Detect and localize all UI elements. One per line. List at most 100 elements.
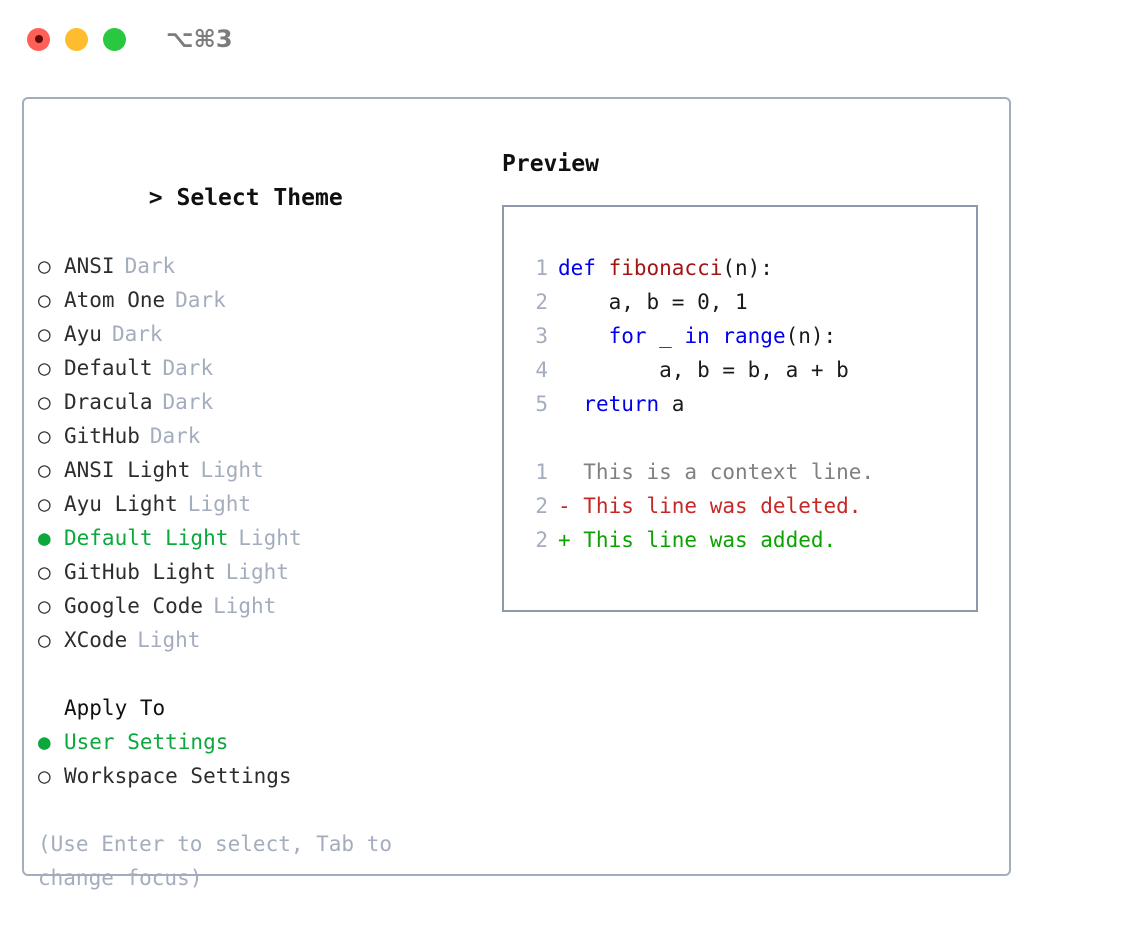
apply-to-option-user-settings[interactable]: ● User Settings [38, 725, 508, 759]
diff-sample: 1 This is a context line. 2 - This line … [522, 455, 976, 557]
theme-option-default[interactable]: ○ Default Dark [38, 351, 508, 385]
theme-option-xcode[interactable]: ○ XCode Light [38, 623, 508, 657]
theme-kind: Light [213, 594, 277, 618]
theme-kind: Light [225, 560, 289, 584]
token-plain [558, 324, 609, 348]
theme-option-github-light[interactable]: ○ GitHub Light Light [38, 555, 508, 589]
apply-to-options: ● User Settings ○ Workspace Settings [38, 725, 508, 793]
line-number: 1 [535, 256, 548, 280]
apply-to-label: User Settings [64, 730, 229, 754]
theme-option-ansi-light[interactable]: ○ ANSI Light Light [38, 453, 508, 487]
apply-to-heading: Apply To [38, 691, 508, 725]
line-number: 2 [535, 528, 548, 552]
radio-icon: ○ [38, 288, 51, 312]
code-text: a, b = 0, 1 [558, 290, 748, 314]
code-text: for _ in range(n): [558, 319, 837, 353]
preview-gap [522, 421, 976, 455]
code-text: a, b = b, a + b [558, 358, 849, 382]
diff-text: - This line was deleted. [558, 494, 862, 518]
code-line: 2 a, b = 0, 1 [522, 285, 976, 319]
line-number: 3 [535, 324, 548, 348]
theme-option-google-code[interactable]: ○ Google Code Light [38, 589, 508, 623]
token-plain: (n): [722, 256, 773, 280]
keyboard-hint-text: (Use Enter to select, Tab to change focu… [38, 832, 393, 890]
radio-icon: ○ [38, 356, 51, 380]
theme-option-ansi[interactable]: ○ ANSI Dark [38, 249, 508, 283]
token-plain [558, 392, 583, 416]
token-plain: _ [646, 324, 685, 348]
theme-kind: Dark [162, 390, 214, 414]
theme-list-column: > Select Theme ○ ANSI Dark ○ Atom One Da… [38, 147, 508, 895]
diff-text: This is a context line. [558, 460, 875, 484]
theme-name: ANSI Light [64, 458, 191, 482]
code-text: def fibonacci(n): [558, 251, 773, 285]
radio-icon: ○ [38, 594, 51, 618]
theme-name: Atom One [64, 288, 166, 312]
radio-icon: ○ [38, 254, 51, 278]
minimize-button-icon[interactable] [65, 27, 88, 51]
theme-option-github[interactable]: ○ GitHub Dark [38, 419, 508, 453]
radio-icon: ○ [38, 764, 51, 788]
radio-icon-selected: ● [38, 526, 51, 550]
theme-kind: Dark [124, 254, 176, 278]
theme-option-ayu-light[interactable]: ○ Ayu Light Light [38, 487, 508, 521]
diff-text: + This line was added. [558, 528, 837, 552]
theme-kind: Dark [149, 424, 201, 448]
select-theme-title: Select Theme [176, 185, 343, 211]
radio-icon: ○ [38, 424, 51, 448]
theme-name: GitHub Light [64, 560, 216, 584]
token-keyword: def [558, 256, 609, 280]
close-button-icon[interactable] [27, 27, 50, 51]
line-number: 4 [535, 358, 548, 382]
heading-indent [38, 691, 64, 725]
theme-name: ANSI [64, 254, 115, 278]
panel-columns: > Select Theme ○ ANSI Dark ○ Atom One Da… [24, 99, 1009, 890]
theme-option-atom-one[interactable]: ○ Atom One Dark [38, 283, 508, 317]
token-function: fibonacci [608, 256, 723, 280]
diff-line-context: 1 This is a context line. [522, 455, 976, 489]
code-line: 5 return a [522, 387, 976, 421]
token-keyword: for [608, 324, 647, 348]
apply-to-title: Apply To [64, 696, 166, 720]
apply-to-option-workspace-settings[interactable]: ○ Workspace Settings [38, 759, 508, 793]
code-line: 3 for _ in range(n): [522, 319, 976, 353]
theme-kind: Dark [175, 288, 226, 312]
list-spacer [38, 657, 508, 691]
keyboard-shortcut-label: ⌥⌘3 [166, 25, 233, 53]
theme-option-default-light[interactable]: ● Default Light Light [38, 521, 508, 555]
theme-name: Ayu Light [64, 492, 178, 516]
token-keyword: return [583, 392, 660, 416]
prompt-marker: > [148, 185, 163, 211]
select-theme-heading: > Select Theme [38, 147, 508, 249]
theme-name: Google Code [64, 594, 204, 618]
line-number: 5 [535, 392, 548, 416]
theme-option-ayu[interactable]: ○ Ayu Dark [38, 317, 508, 351]
token-plain: (n): [785, 324, 837, 348]
theme-kind: Light [200, 458, 264, 482]
theme-options-list: ○ ANSI Dark ○ Atom One Dark ○ Ayu Dark ○… [38, 249, 508, 657]
preview-box: 1 def fibonacci(n): 2 a, b = 0, 1 3 for … [502, 205, 978, 612]
radio-icon: ○ [38, 492, 51, 516]
diff-line-deleted: 2 - This line was deleted. [522, 489, 976, 523]
theme-name: XCode [64, 628, 128, 652]
theme-kind: Dark [162, 356, 214, 380]
code-sample: 1 def fibonacci(n): 2 a, b = 0, 1 3 for … [522, 251, 976, 421]
theme-kind: Dark [111, 322, 163, 346]
traffic-light-buttons [27, 27, 126, 51]
radio-icon: ○ [38, 628, 51, 652]
theme-kind: Light [187, 492, 252, 516]
radio-icon: ○ [38, 560, 51, 584]
token-keyword: in range [684, 324, 786, 348]
maximize-button-icon[interactable] [103, 27, 126, 51]
theme-name: Default Light [64, 526, 229, 550]
diff-line-added: 2 + This line was added. [522, 523, 976, 557]
theme-option-dracula[interactable]: ○ Dracula Dark [38, 385, 508, 419]
preview-heading: Preview [502, 151, 599, 177]
line-number: 1 [535, 460, 548, 484]
theme-name: Default [64, 356, 153, 380]
radio-icon: ○ [38, 322, 51, 346]
theme-kind: Light [137, 628, 201, 652]
theme-picker-panel: > Select Theme ○ ANSI Dark ○ Atom One Da… [22, 97, 1011, 890]
apply-to-label: Workspace Settings [64, 764, 292, 788]
radio-icon: ○ [38, 458, 51, 482]
